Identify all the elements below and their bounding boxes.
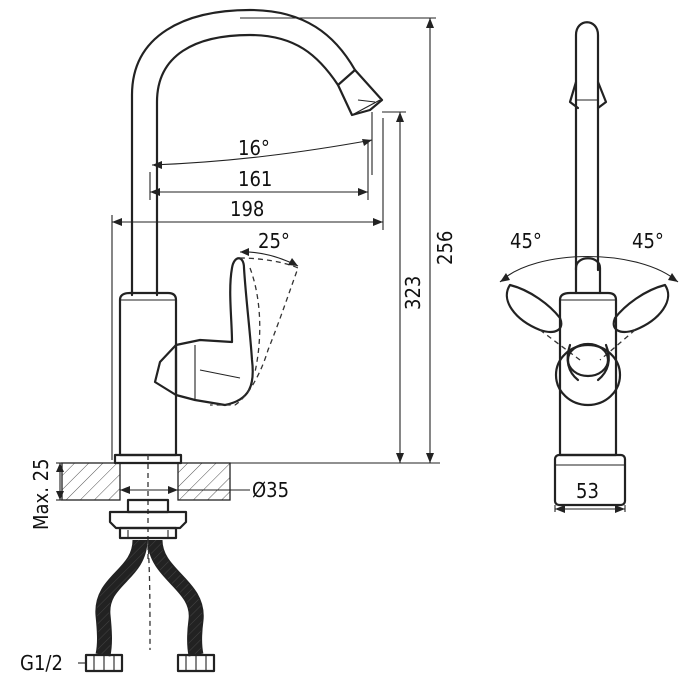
side-view: [499, 21, 679, 513]
label-mount-diameter: Ø35: [252, 478, 289, 502]
side-base: [553, 453, 627, 507]
handle: [174, 257, 254, 407]
front-view: [56, 8, 440, 673]
handle-ghost-right: [612, 283, 670, 334]
deck-left: [61, 462, 121, 501]
side-body: [558, 291, 618, 457]
label-spout-angle: 16°: [238, 136, 270, 160]
mounting-nut: [108, 510, 188, 530]
label-swivel-left: 45°: [510, 229, 542, 253]
side-spout: [574, 21, 600, 272]
spout-inner: [155, 33, 340, 297]
label-swivel-right: 45°: [632, 229, 664, 253]
aerator: [336, 68, 384, 117]
label-deck-thickness: Max. 25: [29, 458, 53, 530]
label-height-323: 323: [401, 276, 425, 310]
label-height-256: 256: [433, 231, 457, 265]
handle-ghost-left: [505, 283, 563, 334]
handle-raised-ghost: [210, 257, 299, 406]
label-reach-198: 198: [230, 197, 264, 221]
spout-angle-arc: [151, 139, 373, 166]
side-handle-knob: [574, 257, 602, 295]
label-thread: G1/2: [20, 651, 63, 675]
spout-outer: [130, 8, 357, 297]
label-body-width: 53: [576, 479, 599, 503]
faucet-body: [118, 291, 178, 457]
deck-right: [177, 462, 231, 501]
swivel-arc: [499, 256, 679, 283]
label-handle-angle: 25°: [258, 229, 290, 253]
label-reach-161: 161: [238, 167, 272, 191]
